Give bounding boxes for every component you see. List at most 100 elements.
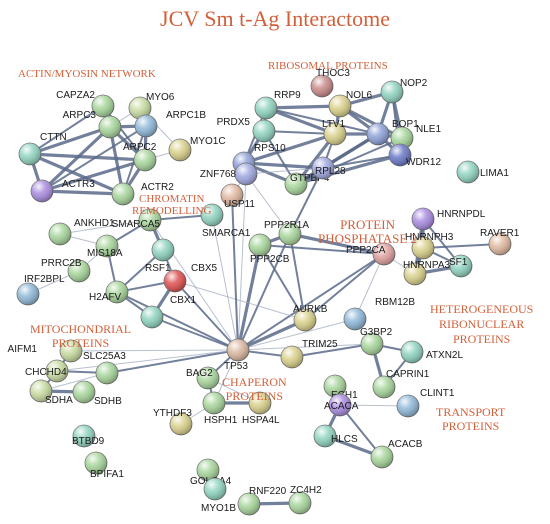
protein-node[interactable]: RRP9: [254, 90, 301, 120]
protein-node[interactable]: AIFM1: [8, 339, 83, 363]
protein-node[interactable]: ARPC1B: [134, 110, 206, 138]
group-label-hnrnp: HETEROGENEOUS RIBONUCLEAR PROTEINS: [430, 302, 533, 347]
protein-node-shine: [96, 235, 118, 257]
interaction-edge: [28, 152, 125, 196]
protein-node[interactable]: HLCS: [313, 424, 358, 448]
protein-node-shine: [30, 380, 52, 402]
protein-node-shine: [381, 81, 403, 103]
protein-node[interactable]: LIMA1: [456, 160, 509, 184]
protein-node[interactable]: RBM12B: [343, 297, 415, 331]
protein-node-shine: [221, 184, 243, 206]
protein-node-label: AURKB: [293, 304, 328, 315]
protein-node[interactable]: PPP2R1A: [264, 220, 309, 246]
protein-node[interactable]: NOP2: [380, 78, 428, 104]
interaction-edge: [174, 280, 239, 351]
protein-node[interactable]: CBX5: [163, 263, 218, 293]
protein-node[interactable]: AURKB: [293, 304, 328, 332]
protein-node[interactable]: ZC4H2: [288, 485, 322, 515]
protein-node-label: ACACA: [324, 401, 359, 412]
protein-node[interactable]: GTPBP4: [284, 172, 330, 196]
protein-node[interactable]: LTV1: [322, 119, 347, 146]
protein-node[interactable]: ACACB: [370, 439, 423, 469]
group-label-line: CHROMATIN: [139, 193, 205, 205]
protein-node-shine: [227, 339, 249, 361]
protein-node-shine: [235, 163, 257, 185]
interaction-edge: [236, 243, 262, 352]
protein-node[interactable]: BTBD9: [72, 424, 105, 448]
protein-node-shine: [312, 157, 334, 179]
protein-node[interactable]: ACTR2: [111, 182, 174, 206]
protein-node[interactable]: ARPC2: [123, 142, 157, 172]
protein-node-label: ARPC3: [63, 110, 97, 121]
protein-node[interactable]: HNRNPH3: [405, 232, 454, 260]
protein-node[interactable]: YTHDF3: [153, 408, 193, 436]
protein-node[interactable]: PPP2CB: [248, 233, 290, 265]
protein-node-label: MYO1C: [190, 136, 226, 147]
protein-node[interactable]: RSF1: [145, 238, 175, 274]
protein-node-shine: [314, 425, 336, 447]
protein-node-shine: [68, 260, 90, 282]
protein-node[interactable]: BOP1: [366, 119, 419, 146]
protein-node[interactable]: NOL6: [328, 90, 373, 118]
interaction-edge: [40, 189, 125, 196]
protein-node[interactable]: TP53: [224, 338, 250, 372]
protein-node[interactable]: RNF220: [237, 486, 287, 516]
protein-node[interactable]: HSPH1: [202, 391, 238, 426]
protein-node[interactable]: SDHB: [72, 380, 122, 407]
interaction-edge: [236, 318, 307, 352]
protein-node[interactable]: ZNF768: [200, 162, 258, 186]
protein-node[interactable]: WDR12: [388, 143, 441, 168]
protein-node[interactable]: HNRNPA3: [403, 260, 450, 286]
protein-node[interactable]: MYO1C: [168, 136, 226, 162]
protein-node[interactable]: MYO6: [128, 92, 175, 120]
protein-node[interactable]: ACTR3: [30, 179, 95, 203]
protein-node[interactable]: PPP2CA: [346, 242, 396, 266]
protein-node-shine: [412, 208, 434, 230]
protein-node[interactable]: SDHA: [29, 379, 73, 406]
protein-node[interactable]: SLC25A3: [83, 351, 126, 385]
protein-node[interactable]: CAPRIN1: [372, 369, 430, 399]
protein-node[interactable]: SF1: [449, 254, 473, 278]
protein-node[interactable]: NLE1: [390, 124, 441, 150]
protein-node[interactable]: CAPZA2: [56, 90, 115, 118]
protein-node-label: G3BP2: [360, 327, 393, 338]
protein-node[interactable]: USP11: [220, 183, 255, 210]
protein-node[interactable]: RPL28: [311, 156, 346, 180]
protein-node[interactable]: SMARCA1: [200, 203, 251, 239]
protein-node[interactable]: CLINT1: [396, 388, 455, 418]
protein-node-label: ACTR2: [141, 182, 174, 193]
protein-node[interactable]: RAVER1: [480, 228, 520, 256]
protein-node[interactable]: HNRNPDL: [411, 207, 486, 231]
protein-node[interactable]: ACACA: [324, 393, 359, 417]
protein-node[interactable]: ARPC3: [63, 110, 122, 139]
protein-node[interactable]: PRDX5: [217, 117, 276, 143]
protein-node-shine: [197, 367, 219, 389]
protein-node[interactable]: HSPA4L: [242, 391, 280, 426]
interaction-edge: [245, 167, 324, 175]
protein-node[interactable]: BAG2: [186, 366, 220, 390]
protein-node-label: SDHA: [45, 395, 73, 406]
protein-node[interactable]: BPIFA1: [84, 451, 124, 480]
protein-node-shine: [106, 281, 128, 303]
protein-node[interactable]: ANKHD1: [48, 218, 115, 246]
protein-node[interactable]: PRRC2B: [41, 258, 91, 283]
protein-node-shine: [134, 149, 156, 171]
protein-node[interactable]: CTTN: [18, 132, 67, 166]
protein-node-shine: [329, 394, 351, 416]
protein-node-shine: [203, 392, 225, 414]
protein-node[interactable]: MYO1B: [201, 477, 236, 514]
protein-node[interactable]: H2AFV: [89, 280, 129, 304]
protein-node-label: RRP9: [274, 90, 301, 101]
protein-node[interactable]: IRF2BPL: [16, 274, 65, 306]
protein-node[interactable]: TRIM25: [280, 339, 338, 369]
protein-node-shine: [92, 95, 114, 117]
protein-node-label: SLC25A3: [83, 351, 126, 362]
interaction-edge: [304, 253, 385, 321]
protein-node[interactable]: G3BP2: [360, 327, 393, 356]
protein-node[interactable]: CHCHD4: [25, 359, 69, 383]
protein-node[interactable]: ATXN2L: [400, 340, 463, 364]
protein-node[interactable]: THOC3: [310, 68, 350, 98]
protein-node[interactable]: CBX1: [140, 295, 197, 329]
protein-node[interactable]: MIS18A: [87, 234, 123, 259]
protein-node[interactable]: SMARCA5: [112, 208, 162, 232]
